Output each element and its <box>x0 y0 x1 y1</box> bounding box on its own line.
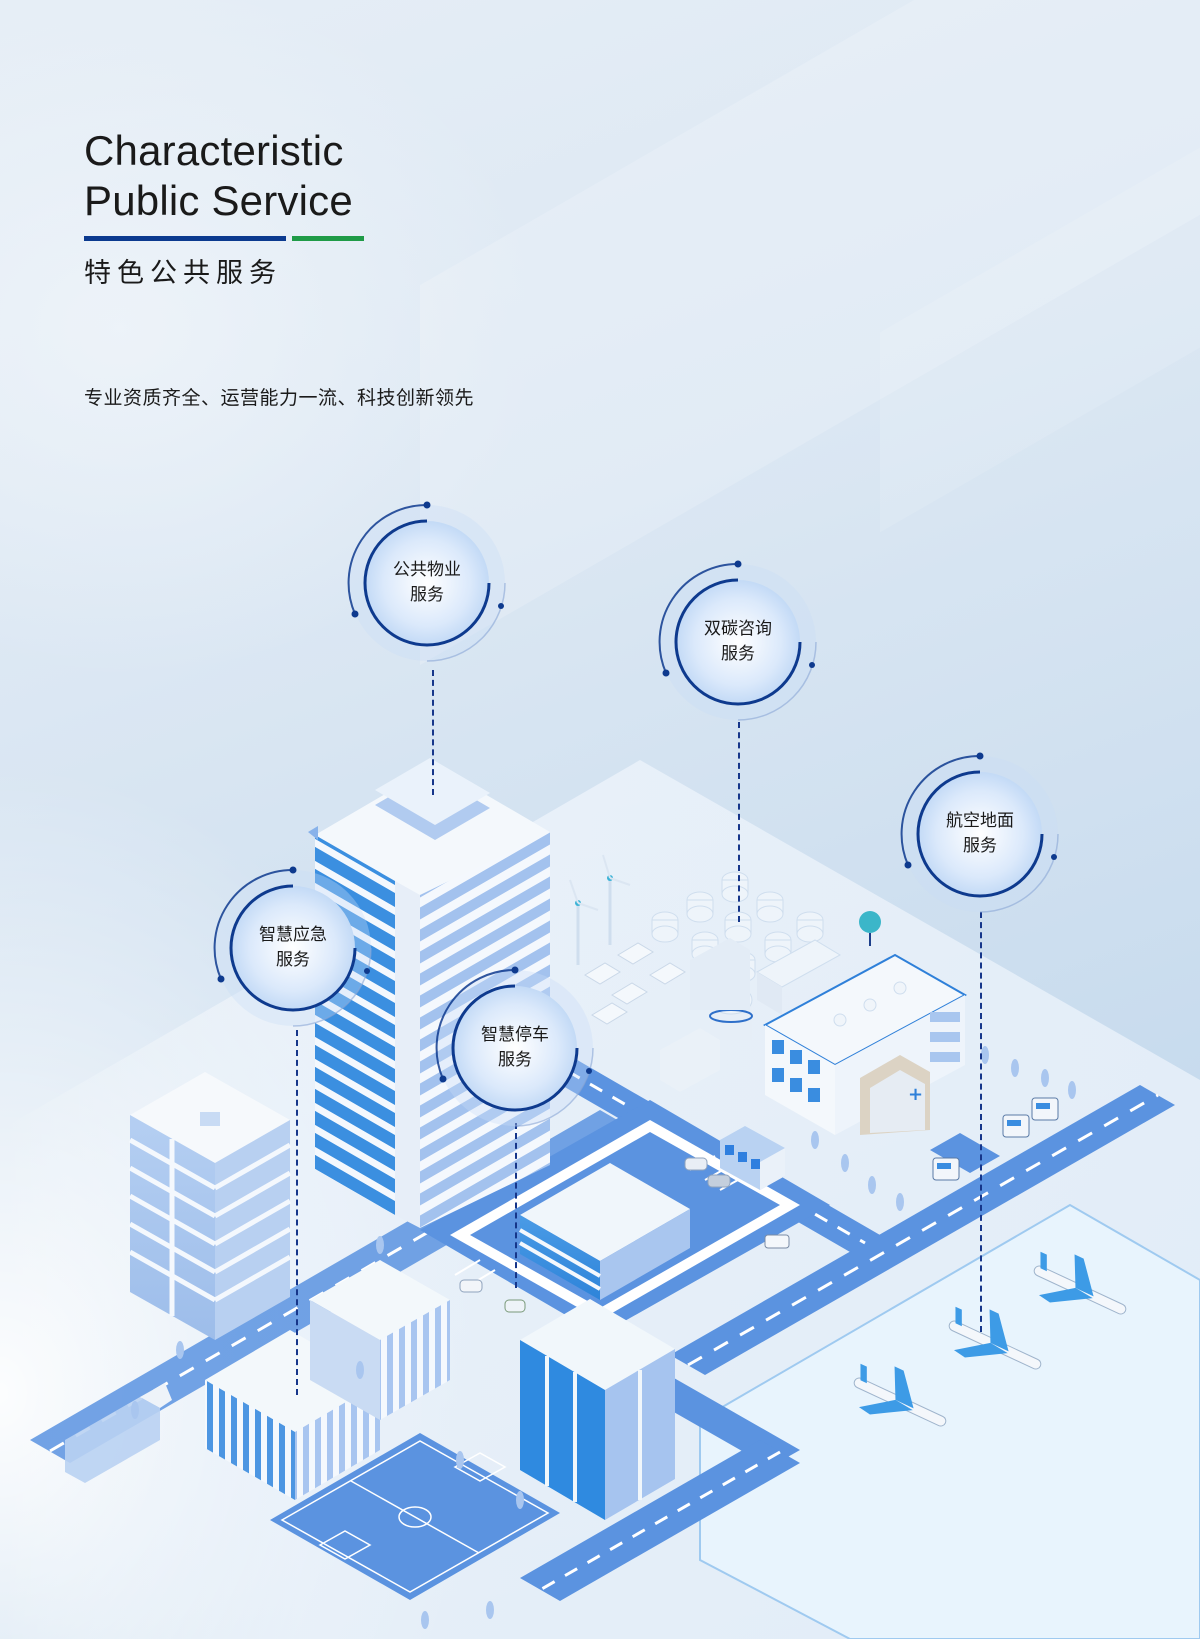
service-label-line2: 服务 <box>963 836 997 856</box>
service-label-line1: 双碳咨询 <box>704 619 772 639</box>
ring-decoration-icon <box>658 560 817 721</box>
ring-decoration-icon <box>213 866 372 1027</box>
tagline: 专业资质齐全、运营能力一流、科技创新领先 <box>84 387 475 409</box>
connector-line-emergency <box>296 1030 298 1395</box>
service-node-aviation[interactable]: 航空地面 服务 <box>895 749 1065 919</box>
ring-decoration-icon <box>435 966 594 1127</box>
service-label-line1: 公共物业 <box>393 560 461 580</box>
service-label-line2: 服务 <box>721 644 755 664</box>
service-node-property[interactable]: 公共物业 服务 <box>342 498 512 668</box>
service-node-parking[interactable]: 智慧停车 服务 <box>430 963 600 1133</box>
connector-line-parking <box>515 1123 517 1288</box>
service-node-carbon[interactable]: 双碳咨询 服务 <box>653 557 823 727</box>
underline-green <box>292 236 364 241</box>
service-label-line2: 服务 <box>276 950 310 970</box>
service-label-line2: 服务 <box>498 1050 532 1070</box>
service-node-emergency[interactable]: 智慧应急 服务 <box>208 863 378 1033</box>
svg-text:+: + <box>908 1084 923 1105</box>
service-label-line1: 航空地面 <box>946 811 1014 831</box>
connector-line-aviation <box>980 912 982 1332</box>
connector-line-property <box>432 670 434 795</box>
section-header: Characteristic Public Service 特色公共服务 <box>84 126 364 290</box>
ring-decoration-icon <box>900 752 1059 913</box>
service-label-line2: 服务 <box>410 585 444 605</box>
service-label-line1: 智慧停车 <box>481 1025 549 1045</box>
title-chinese: 特色公共服务 <box>84 258 282 289</box>
title-english-line2: Public Service <box>84 177 353 224</box>
underline-blue <box>84 236 286 241</box>
ring-decoration-icon <box>347 501 506 662</box>
title-underline <box>84 236 364 241</box>
connector-line-carbon <box>738 722 740 922</box>
service-label-line1: 智慧应急 <box>259 925 327 945</box>
title-english-line1: Characteristic <box>84 127 344 174</box>
